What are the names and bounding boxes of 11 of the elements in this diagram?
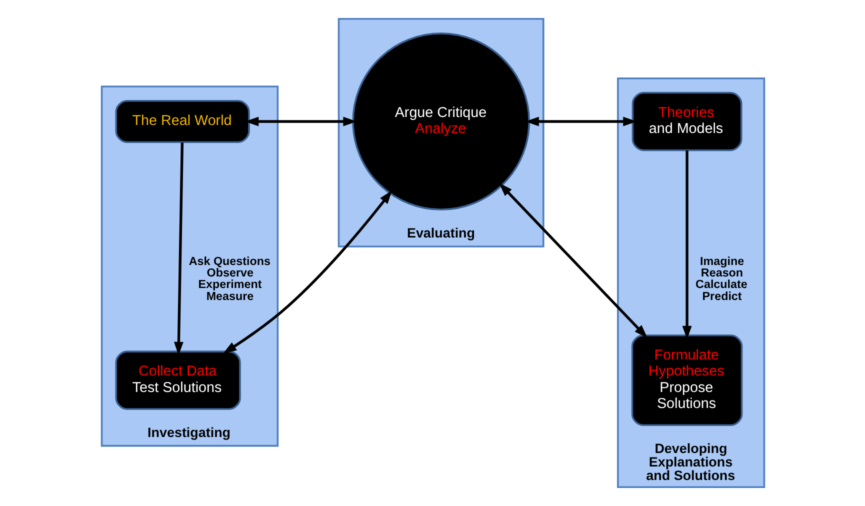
arrow bbox=[174, 142, 184, 356]
node-circle: Argue Critique Analyze bbox=[352, 32, 530, 210]
node-box: Theories and Models bbox=[631, 92, 742, 152]
arrow bbox=[498, 182, 647, 338]
node-box: Formulate Hypotheses Propose Solutions bbox=[630, 334, 742, 426]
edge-label: Ask Questions Observe Experiment Measure bbox=[188, 254, 270, 303]
node-box: Collect Data Test Solutions bbox=[114, 350, 240, 410]
arrow bbox=[682, 150, 692, 340]
edge-label: Imagine Reason Calculate Predict bbox=[695, 254, 747, 303]
arrow bbox=[222, 190, 392, 354]
node-box: The Real World bbox=[114, 100, 250, 144]
